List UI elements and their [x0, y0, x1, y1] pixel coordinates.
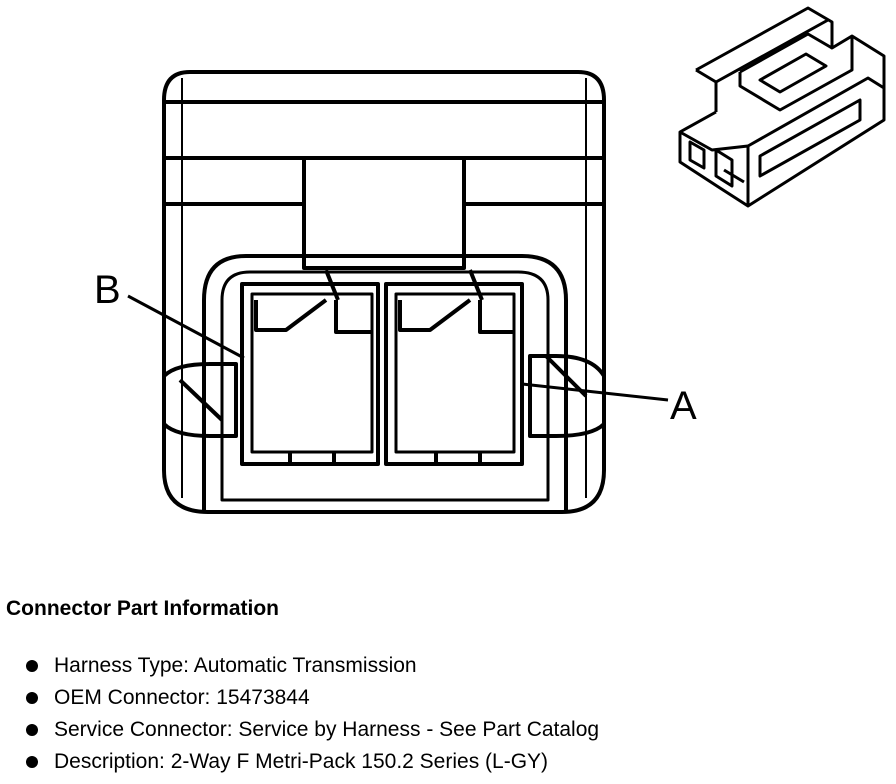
section-title: Connector Part Information [6, 597, 280, 620]
callout-label-b: B [94, 268, 121, 312]
spec-item-description: Description: 2-Way F Metri-Pack 150.2 Se… [6, 746, 886, 778]
spec-item-text: Description: 2-Way F Metri-Pack 150.2 Se… [54, 750, 549, 773]
callout-label-a: A [670, 384, 697, 428]
leader-line-a [521, 382, 669, 402]
spec-list: Harness Type: Automatic Transmission OEM… [6, 650, 886, 778]
spec-item-text: Harness Type: Automatic Transmission [54, 654, 417, 677]
spec-item-harness-type: Harness Type: Automatic Transmission [6, 650, 886, 682]
spec-item-text: OEM Connector: 15473844 [54, 686, 310, 709]
connector-body-outline [162, 70, 606, 514]
cavity-surround-outer [202, 254, 568, 512]
connector-isometric-thumbnail [678, 6, 886, 208]
bullet-icon [26, 660, 38, 672]
bullet-icon [26, 692, 38, 704]
bullet-icon [26, 756, 38, 768]
leader-line-b [127, 294, 245, 360]
connector-inner-outline [181, 78, 587, 498]
left-lock-notch [162, 362, 238, 438]
connector-part-information: Connector Part Information Harness Type:… [6, 594, 886, 778]
terminal-cavity-a [384, 282, 524, 466]
right-lock-notch [528, 354, 606, 438]
connector-diagram: B A [94, 6, 886, 514]
spec-item-oem-connector: OEM Connector: 15473844 [6, 682, 886, 714]
terminal-cavity-b [240, 282, 380, 466]
cavity-surround-inner [220, 270, 550, 502]
spec-item-text: Service Connector: Service by Harness - … [54, 718, 600, 741]
bullet-icon [26, 724, 38, 736]
latch-block [302, 156, 466, 270]
spec-item-service-connector: Service Connector: Service by Harness - … [6, 714, 886, 746]
